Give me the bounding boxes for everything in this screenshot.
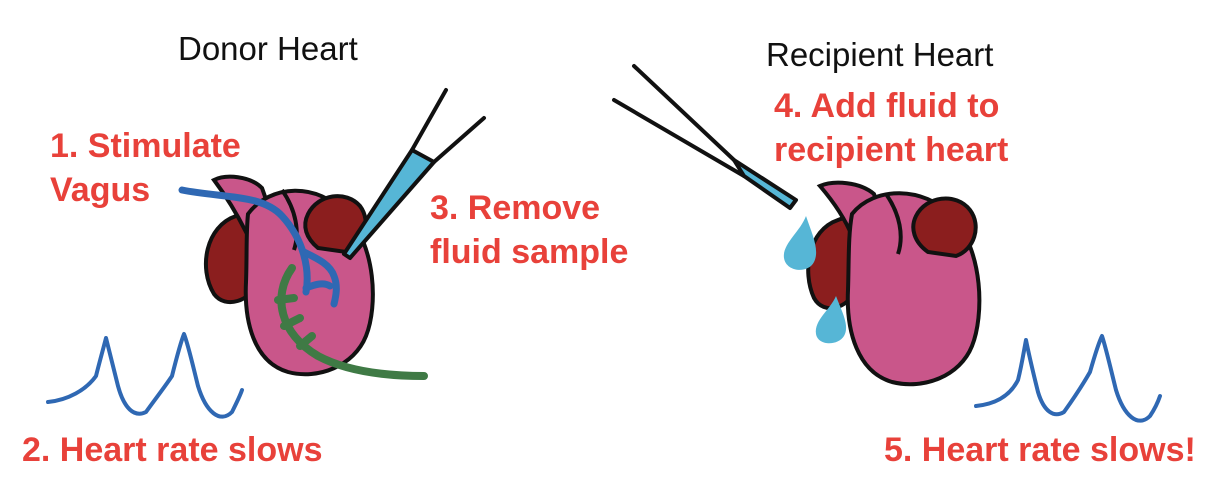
donor-ecg-trace-icon bbox=[46, 332, 244, 419]
green-nerve-icon bbox=[274, 264, 428, 380]
recipient-heart-vessel-line bbox=[884, 192, 903, 255]
vagus-nerve-icon bbox=[178, 186, 340, 308]
step-1-line-1: 1. Stimulate bbox=[50, 127, 241, 165]
step-3-line-2: fluid sample bbox=[430, 233, 629, 271]
step-1-line-2: Vagus bbox=[50, 171, 151, 209]
donor-pipette-icon bbox=[342, 88, 486, 260]
droplet-icon bbox=[783, 216, 817, 270]
recipient-heart-right-atrium bbox=[911, 196, 978, 259]
droplet-icon bbox=[815, 296, 847, 344]
step-4-label: 4. Add fluid to recipient heart bbox=[774, 84, 1008, 172]
donor-heart-vessel-line bbox=[280, 188, 299, 251]
recipient-heart-icon bbox=[806, 180, 982, 387]
recipient-ecg-trace-icon bbox=[974, 334, 1162, 423]
step-3-label: 3. Remove fluid sample bbox=[430, 186, 628, 274]
step-1-label: 1. Stimulate Vagus bbox=[50, 124, 241, 212]
recipient-pipette-icon bbox=[612, 64, 798, 210]
step-3-line-1: 3. Remove bbox=[430, 189, 601, 227]
donor-heart-title: Donor Heart bbox=[178, 30, 358, 67]
step-5-label: 5. Heart rate slows! bbox=[884, 428, 1196, 472]
step-5-line-1: 5. Heart rate slows! bbox=[884, 431, 1196, 469]
step-4-line-1: 4. Add fluid to bbox=[774, 87, 1000, 125]
step-2-line-1: 2. Heart rate slows bbox=[22, 431, 323, 469]
step-2-label: 2. Heart rate slows bbox=[22, 428, 322, 472]
recipient-heart-title: Recipient Heart bbox=[766, 36, 994, 73]
step-4-line-2: recipient heart bbox=[774, 131, 1009, 169]
